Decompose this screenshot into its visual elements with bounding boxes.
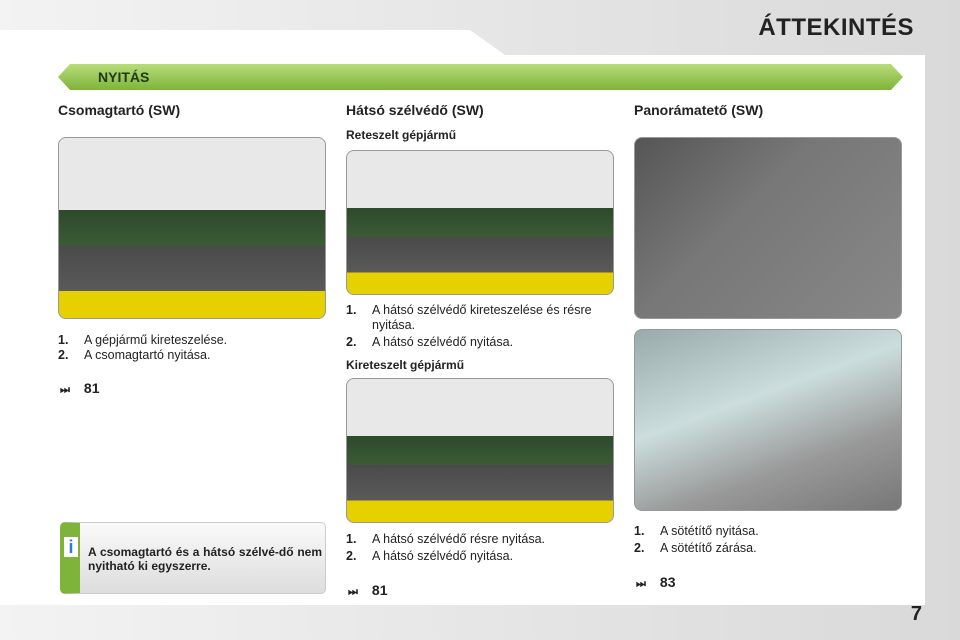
page-reference[interactable]: ⏭81	[60, 380, 100, 396]
col1-title: Csomagtartó (SW)	[58, 102, 181, 118]
section-banner: NYITÁS	[58, 64, 903, 90]
trunk-illustration	[58, 137, 326, 319]
skip-forward-icon: ⏭	[348, 586, 358, 598]
step: 2.A sötétítő zárása.	[634, 541, 757, 555]
skip-forward-icon: ⏭	[60, 384, 70, 396]
step: 1.A sötétítő nyitása.	[634, 524, 759, 538]
col2-subtitle-unlocked: Kireteszelt gépjármű	[346, 358, 465, 372]
section-title: NYITÁS	[98, 69, 150, 85]
info-box: i A csomagtartó és a hátsó szélvé-dő nem …	[60, 522, 326, 594]
skip-forward-icon: ⏭	[636, 578, 646, 590]
step: 2.A csomagtartó nyitása.	[58, 348, 211, 362]
page-reference[interactable]: ⏭81	[348, 582, 388, 598]
step: 1.A gépjármű kireteszelése.	[58, 333, 228, 347]
step: 2.A hátsó szélvédő nyitása.	[346, 335, 514, 349]
col2-subtitle-locked: Reteszelt gépjármű	[346, 128, 457, 142]
col3-title: Panorámatető (SW)	[634, 102, 764, 118]
step: 1.A hátsó szélvédő kireteszelése és résr…	[346, 303, 592, 332]
info-icon: i	[64, 537, 78, 557]
step: 2.A hátsó szélvédő nyitása.	[346, 549, 514, 563]
rear-window-locked-illustration	[346, 150, 614, 295]
step: 1.A hátsó szélvédő résre nyitása.	[346, 532, 546, 546]
info-text: A csomagtartó és a hátsó szélvé-dő nem n…	[88, 545, 322, 573]
panoramic-roof-illustration	[634, 329, 902, 511]
page-number: 7	[910, 603, 922, 625]
page-reference[interactable]: ⏭83	[636, 574, 676, 590]
page-title: ÁTTEKINTÉS	[758, 14, 914, 41]
rear-window-unlocked-illustration	[346, 378, 614, 523]
col2-title: Hátsó szélvédő (SW)	[346, 102, 484, 118]
sunblind-control-illustration	[634, 137, 902, 319]
